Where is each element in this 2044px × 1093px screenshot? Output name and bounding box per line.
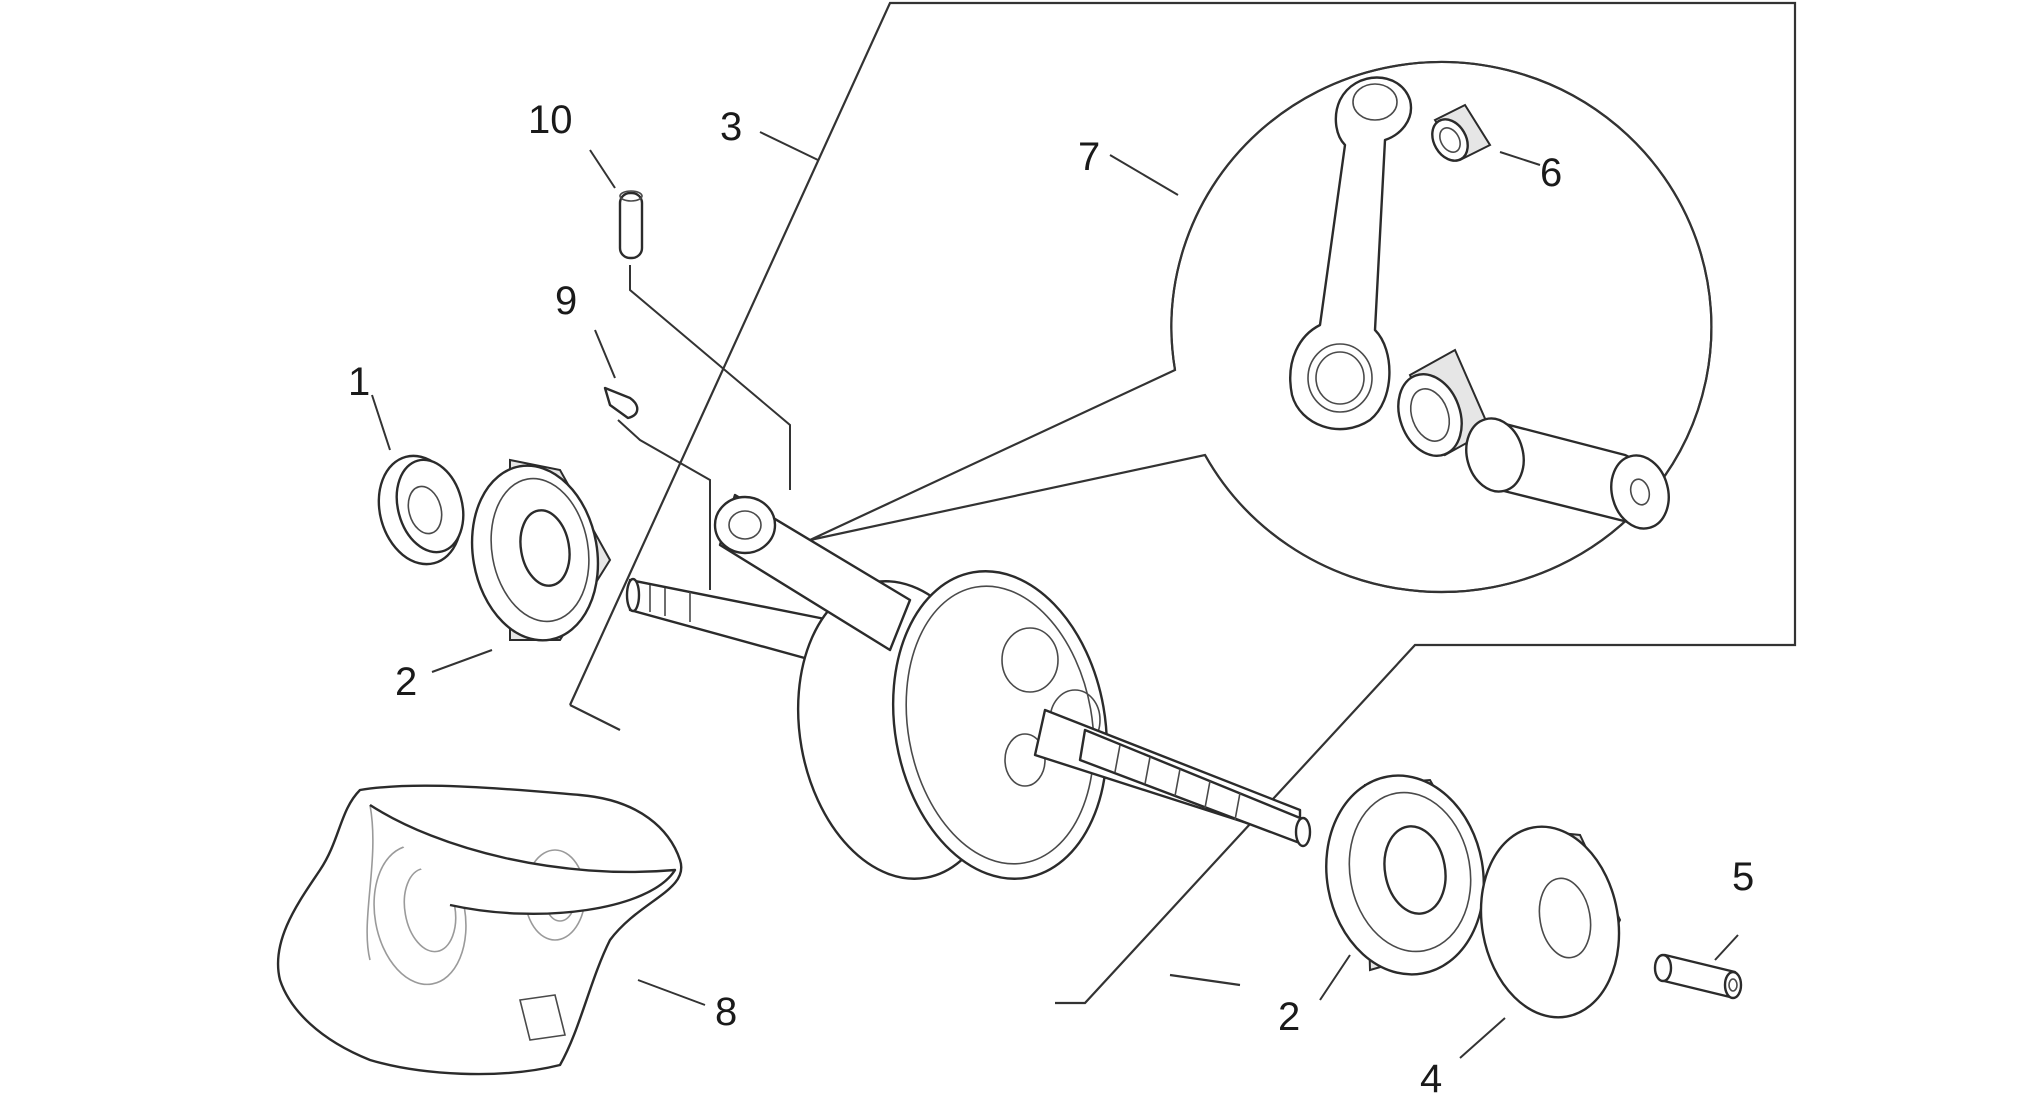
assembly-frame <box>568 1 1797 1005</box>
connecting-rod-part <box>1289 76 1413 431</box>
callout-labels: 1 2 2 3 4 5 6 7 8 9 10 <box>348 98 1754 1093</box>
left-ball-bearing-part <box>470 458 612 642</box>
leader-lines <box>371 131 1739 1059</box>
woodruff-key-part <box>603 386 639 420</box>
callout-2-right: 2 <box>1278 995 1300 1039</box>
dowel-pin-part <box>618 190 644 260</box>
oil-seal-part <box>377 454 465 566</box>
callout-4: 4 <box>1420 1057 1442 1093</box>
bushing-part <box>1653 953 1743 1000</box>
callout-8: 8 <box>715 990 737 1034</box>
callout-1: 1 <box>348 360 370 404</box>
bearing-kit-bag-part <box>276 784 683 1076</box>
crank-pin-part <box>1465 417 1670 530</box>
small-needle-bearing-part <box>1431 103 1492 162</box>
callout-2-left: 2 <box>395 660 417 704</box>
callout-3: 3 <box>720 105 742 149</box>
callout-6: 6 <box>1540 151 1562 195</box>
callout-10: 10 <box>528 98 573 142</box>
right-ball-bearing-part <box>1325 774 1485 976</box>
callout-9: 9 <box>555 279 577 323</box>
spacer-washer-part <box>1479 825 1622 1019</box>
callout-7: 7 <box>1078 135 1100 179</box>
callout-5: 5 <box>1732 855 1754 899</box>
crankshaft-part <box>625 493 1312 880</box>
detail-magnifier <box>809 60 1713 594</box>
